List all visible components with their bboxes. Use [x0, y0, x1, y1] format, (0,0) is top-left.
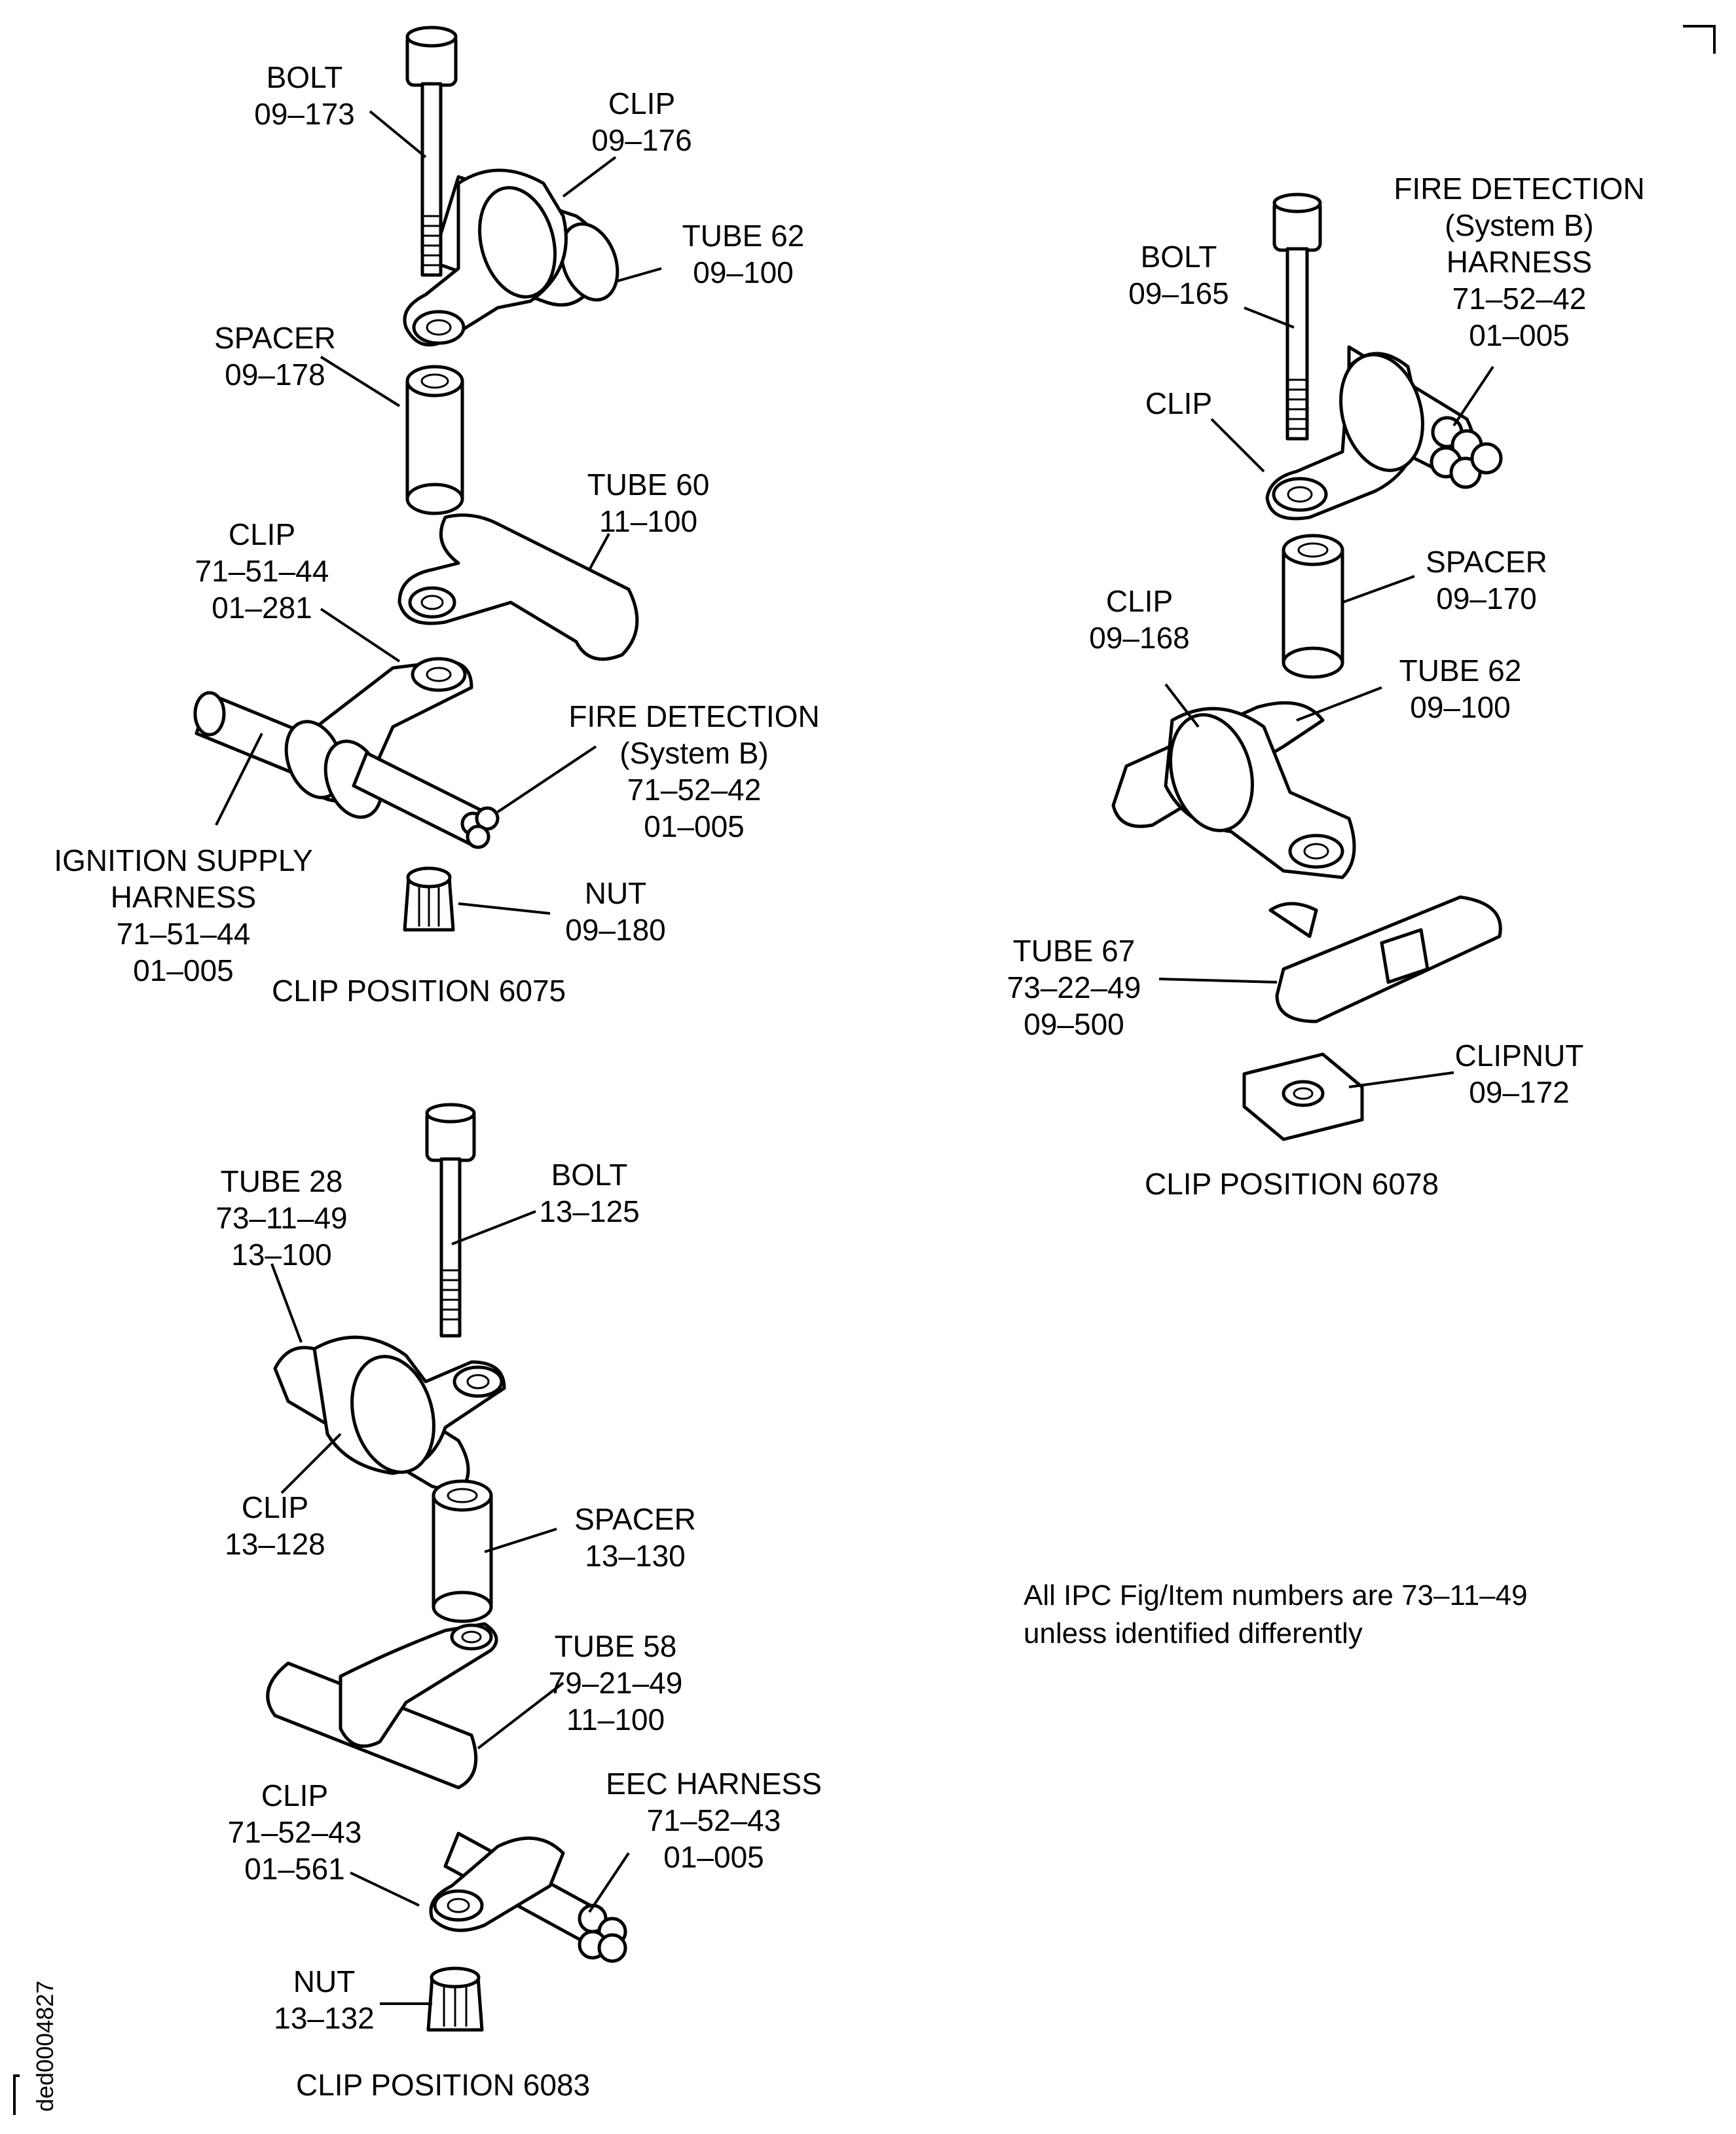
label-nut-13-132: NUT 13–132	[274, 1964, 375, 2035]
title-clip-position-6078: CLIP POSITION 6078	[1145, 1167, 1439, 1201]
spacer-13-130-shape	[432, 1479, 493, 1623]
label-bolt-13-125: BOLT 13–125	[539, 1158, 640, 1228]
assembly-6075	[193, 26, 639, 932]
corner-mark	[1683, 25, 1716, 54]
ipc-note: All IPC Fig/Item numbers are 73–11–49 un…	[1024, 1579, 1528, 1649]
spacer-09-178-shape	[405, 365, 464, 515]
tube67-shape	[1268, 895, 1502, 1023]
tube60-clip-shape	[397, 513, 639, 661]
label-clip-09-168: CLIP 09–168	[1089, 584, 1190, 655]
label-tube60-11-100: TUBE 60 11–100	[587, 468, 710, 538]
label-bolt-09-165: BOLT 09–165	[1128, 240, 1229, 310]
label-tube62-09-100: TUBE 62 09–100	[682, 219, 805, 289]
fire-detection-harness-shape	[352, 751, 500, 849]
assembly-6083	[266, 1103, 627, 2032]
bolt-13-125-shape	[425, 1103, 476, 1338]
label-fire-detection-system-b: FIRE DETECTION (System B) 71–52–42 01–00…	[568, 699, 820, 843]
clipnut-09-172-shape	[1242, 1052, 1364, 1141]
label-tube67: TUBE 67 73–22–49 09–500	[1007, 934, 1141, 1041]
label-ignition-supply-harness: IGNITION SUPPLY HARNESS 71–51–44 01–005	[54, 843, 313, 987]
label-clip-09-176: CLIP 09–176	[591, 86, 692, 157]
label-eec-harness: EEC HARNESS 71–52–43 01–005	[606, 1767, 822, 1874]
label-nut-09-180: NUT 09–180	[565, 876, 666, 947]
nut-13-132-shape	[426, 1966, 484, 2032]
label-spacer-09-178: SPACER 09–178	[214, 321, 336, 392]
label-tube58: TUBE 58 79–21–49 11–100	[548, 1629, 683, 1737]
spacer-09-170-shape	[1282, 534, 1344, 679]
label-clip: CLIP	[1145, 386, 1213, 420]
bolt-09-173-shape	[405, 26, 458, 277]
label-clip-71-52-43: CLIP 71–52–43 01–561	[227, 1778, 362, 1886]
label-tube62-09-100-b: TUBE 62 09–100	[1399, 653, 1522, 724]
label-clip-71-51-44: CLIP 71–51–44 01–281	[194, 517, 329, 625]
label-fire-detection-harness: FIRE DETECTION (System B) HARNESS 71–52–…	[1394, 172, 1645, 352]
nut-09-180-shape	[403, 866, 455, 932]
title-clip-position-6083: CLIP POSITION 6083	[296, 2068, 591, 2102]
label-clip-13-128: CLIP 13–128	[225, 1490, 325, 1561]
label-spacer-09-170: SPACER 09–170	[1426, 545, 1547, 616]
label-bolt-09-173: BOLT 09–173	[254, 60, 355, 131]
reference-bracket	[13, 2074, 20, 2115]
label-clipnut-09-172: CLIPNUT 09–172	[1454, 1039, 1584, 1109]
figure-reference-id: ded0004827	[31, 1980, 58, 2112]
label-spacer-13-130: SPACER 13–130	[574, 1502, 696, 1573]
assembly-6078	[1111, 193, 1503, 1141]
label-tube28: TUBE 28 73–11–49 13–100	[215, 1164, 348, 1272]
tube58-shape	[266, 1622, 498, 1790]
bolt-09-165-shape	[1272, 193, 1322, 441]
title-clip-position-6075: CLIP POSITION 6075	[272, 974, 566, 1008]
